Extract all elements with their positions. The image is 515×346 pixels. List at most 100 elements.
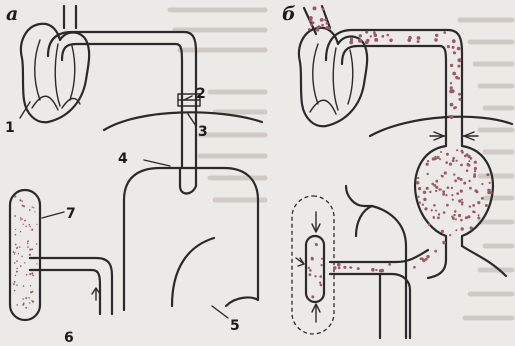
stipple-dot bbox=[16, 260, 18, 262]
stipple-dot bbox=[473, 175, 476, 178]
callout-2: 2 bbox=[196, 86, 206, 102]
stipple-dot bbox=[32, 206, 33, 207]
stipple-dot bbox=[29, 302, 30, 303]
stipple-dot bbox=[319, 275, 322, 278]
stipple-dot bbox=[436, 156, 439, 159]
stipple-dot bbox=[314, 275, 316, 277]
callout-4: 4 bbox=[118, 151, 128, 167]
stipple-dot bbox=[417, 40, 420, 43]
stipple-dot bbox=[460, 190, 463, 193]
stipple-dot bbox=[481, 197, 483, 199]
stipple-dot bbox=[333, 266, 337, 270]
stipple-dot bbox=[350, 38, 353, 41]
stipple-dot bbox=[22, 298, 24, 300]
stipple-dot bbox=[433, 217, 435, 219]
stipple-dot bbox=[308, 28, 311, 31]
panel-a: а bbox=[5, 3, 262, 346]
stipple-dot bbox=[20, 265, 22, 267]
stipple-dot bbox=[26, 274, 28, 276]
stipple-dot bbox=[388, 263, 391, 266]
stipple-dot bbox=[427, 160, 429, 162]
stipple-dot bbox=[458, 58, 462, 62]
stipple-dot bbox=[31, 229, 33, 231]
stipple-dot bbox=[29, 249, 31, 251]
stipple-dot bbox=[28, 224, 30, 226]
stipple-dot bbox=[28, 297, 30, 299]
stipple-dot bbox=[16, 268, 18, 270]
stipple-dot bbox=[469, 187, 472, 190]
stipple-dot bbox=[467, 155, 470, 158]
stipple-dot bbox=[443, 211, 446, 214]
stipple-dot bbox=[13, 283, 15, 285]
stipple-dot bbox=[375, 269, 377, 271]
stipple-dot bbox=[24, 220, 26, 222]
stipple-dot bbox=[460, 164, 463, 167]
stipple-dot bbox=[453, 51, 456, 54]
stipple-dot bbox=[435, 210, 437, 212]
stipple-dot bbox=[429, 191, 431, 193]
stipple-dot bbox=[308, 267, 310, 269]
stipple-dot bbox=[431, 209, 433, 211]
stipple-dot bbox=[321, 258, 323, 260]
aorta-b-dots bbox=[308, 6, 462, 119]
stipple-dot bbox=[14, 254, 15, 255]
stipple-dot bbox=[15, 275, 16, 276]
stipple-dot bbox=[374, 38, 378, 42]
stipple-dot bbox=[461, 151, 464, 154]
stipple-dot bbox=[461, 199, 463, 201]
stipple-dot bbox=[461, 201, 464, 204]
stipple-dot bbox=[445, 161, 448, 164]
stipple-dot bbox=[32, 291, 34, 293]
organ-7-dots bbox=[13, 195, 38, 308]
stipple-dot bbox=[457, 65, 460, 68]
stipple-dot bbox=[451, 187, 453, 189]
callout-7: 7 bbox=[66, 206, 76, 222]
stipple-dot bbox=[343, 266, 346, 269]
stipple-dot bbox=[423, 198, 426, 201]
stipple-dot bbox=[36, 224, 37, 225]
stipple-dot bbox=[359, 34, 362, 37]
stipple-dot bbox=[366, 39, 369, 42]
stipple-dot bbox=[434, 157, 437, 160]
stipple-dot bbox=[446, 204, 449, 207]
stipple-dot bbox=[20, 231, 21, 232]
stipple-dot bbox=[453, 214, 455, 216]
callout-1: 1 bbox=[5, 120, 15, 136]
aorta-b bbox=[304, 6, 478, 140]
stipple-dot bbox=[454, 179, 457, 182]
stipple-dot bbox=[474, 161, 477, 164]
stipple-dot bbox=[457, 47, 461, 51]
stipple-dot bbox=[478, 214, 480, 216]
stipple-dot bbox=[489, 189, 491, 191]
stipple-dot bbox=[319, 282, 321, 284]
stipple-dot bbox=[419, 201, 421, 203]
stipple-dot bbox=[357, 267, 360, 270]
branch-b-dots bbox=[333, 241, 446, 273]
stipple-dot bbox=[442, 193, 445, 196]
stipple-dot bbox=[468, 160, 470, 162]
stipple-dot bbox=[474, 167, 477, 170]
stipple-dot bbox=[461, 227, 464, 230]
stipple-dot bbox=[27, 240, 29, 242]
stipple-dot bbox=[371, 268, 375, 272]
stipple-dot bbox=[481, 183, 483, 185]
stipple-dot bbox=[417, 36, 421, 40]
stipple-dot bbox=[416, 181, 419, 184]
panel-b-letter: б bbox=[282, 3, 296, 25]
stipple-dot bbox=[420, 257, 423, 260]
stipple-dot bbox=[21, 255, 23, 257]
stipple-dot bbox=[30, 226, 31, 227]
stipple-dot bbox=[27, 246, 29, 248]
stipple-dot bbox=[25, 307, 27, 309]
stipple-dot bbox=[474, 170, 476, 172]
stipple-dot bbox=[23, 224, 24, 225]
stipple-dot bbox=[316, 28, 320, 32]
stipple-dot bbox=[489, 182, 491, 184]
stipple-dot bbox=[418, 187, 421, 190]
stipple-dot bbox=[16, 304, 18, 306]
stipple-dot bbox=[29, 209, 31, 211]
callout-3: 3 bbox=[198, 124, 208, 140]
stipple-dot bbox=[373, 31, 376, 34]
stipple-dot bbox=[460, 219, 463, 222]
stipple-dot bbox=[309, 273, 312, 276]
